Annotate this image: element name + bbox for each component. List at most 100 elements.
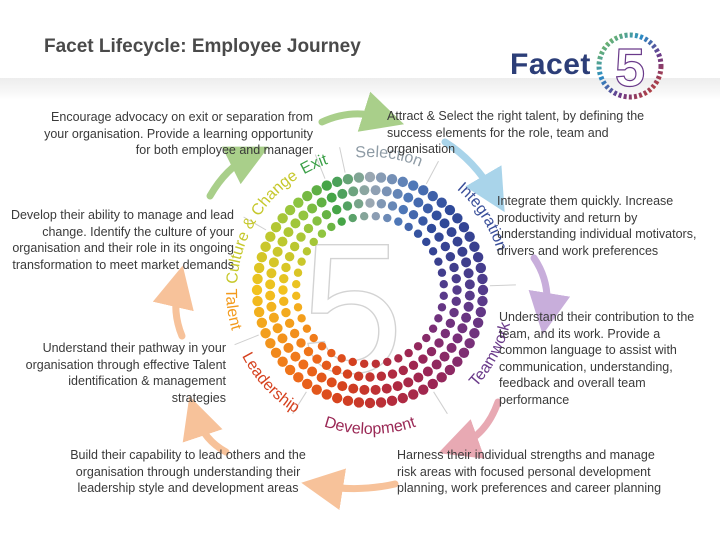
ring-dot	[353, 199, 364, 209]
ring-dot	[375, 172, 387, 183]
stage-separator	[314, 154, 326, 179]
ring-dot	[408, 209, 419, 220]
ring-dot	[427, 190, 438, 202]
cycle-arrows	[152, 91, 571, 511]
ring-dot	[477, 273, 488, 285]
ring-dot	[398, 365, 408, 376]
ring-dot	[426, 223, 437, 234]
desc-talent: Understand their pathway in your organis…	[25, 341, 226, 405]
ring-dot	[403, 377, 414, 388]
ring-dot	[404, 348, 413, 358]
ring-dot	[464, 279, 475, 290]
ring-dot	[371, 359, 381, 368]
ring-dot	[445, 318, 456, 328]
ring-dot	[302, 190, 313, 202]
ring-dot	[452, 285, 462, 295]
ring-dot	[359, 384, 370, 395]
ring-dot	[461, 312, 472, 323]
ring-dot	[293, 303, 303, 312]
ring-dot	[452, 213, 463, 224]
ring-dot	[279, 273, 289, 284]
ring-dot	[469, 328, 480, 339]
ring-dot	[283, 342, 294, 353]
ring-dot	[321, 180, 332, 191]
ring-dot	[311, 384, 322, 395]
ring-dot	[376, 371, 387, 381]
ring-dot	[353, 172, 365, 183]
ring-dot	[316, 372, 327, 383]
ring-dot	[472, 317, 484, 328]
ring-dot	[440, 241, 451, 252]
ring-dot	[268, 257, 279, 268]
ring-dot	[307, 203, 318, 214]
ring-dot	[449, 262, 459, 273]
ring-dot	[475, 262, 487, 274]
stage-separator	[292, 391, 307, 415]
ring-dot	[457, 246, 468, 257]
ring-dot	[348, 213, 357, 223]
ring-dot	[445, 252, 456, 262]
ring-dot	[342, 201, 353, 211]
ring-dot	[426, 346, 437, 357]
ring-dot	[436, 372, 447, 383]
ring-dot	[252, 273, 263, 285]
ring-dot	[413, 229, 423, 238]
ring-dot	[303, 346, 314, 357]
ring-dot	[284, 364, 296, 376]
ring-dot	[270, 222, 282, 233]
ring-dot	[397, 392, 408, 404]
ring-dot	[297, 257, 306, 266]
ring-dot	[293, 372, 304, 383]
ring-dot	[392, 188, 403, 199]
ring-dot	[337, 381, 348, 392]
ring-dot	[302, 378, 313, 390]
ring-dot	[277, 333, 288, 344]
ring-dot	[418, 384, 429, 395]
arrow-development-to-leadership	[301, 468, 399, 511]
ring-dot	[348, 357, 357, 367]
stage-label-development: Development	[322, 414, 418, 438]
ring-dot	[381, 186, 392, 197]
arrow-integration-to-teamwork	[528, 254, 571, 335]
ring-dot	[458, 347, 470, 358]
ring-dot	[332, 392, 343, 404]
ring-dot	[386, 173, 398, 185]
ring-dot	[327, 222, 336, 232]
ring-dot	[387, 369, 398, 379]
ring-dot	[312, 216, 322, 226]
ring-dot	[408, 389, 419, 400]
ring-dot	[398, 204, 408, 215]
ring-dot	[370, 384, 381, 395]
ring-dot	[422, 237, 431, 247]
ring-dot	[458, 222, 470, 233]
ring-dot	[272, 246, 283, 257]
ring-dot	[307, 366, 318, 377]
ring-dot	[422, 366, 433, 377]
ring-dot	[434, 338, 444, 348]
ring-dot	[348, 383, 359, 394]
facet5-logo: Facet 5	[508, 30, 668, 102]
ring-dot	[256, 252, 268, 263]
stage-separator	[489, 284, 516, 287]
ring-dot	[337, 217, 346, 226]
ring-dot	[446, 227, 457, 238]
ring-dot	[472, 252, 484, 263]
ring-dot	[439, 218, 450, 229]
desc-culture: Develop their ability to manage and lead…	[10, 208, 234, 272]
ring-dot	[326, 192, 337, 203]
ring-dot	[309, 237, 318, 247]
ring-dot	[359, 359, 369, 368]
stage-label-talent: Talent	[222, 288, 245, 332]
desc-teamwork: Understand their contribution to the tea…	[499, 310, 695, 407]
arrow-leadership-to-talent	[182, 396, 230, 456]
ring-dot	[303, 223, 314, 234]
ring-dot	[266, 301, 277, 312]
ring-dot	[293, 197, 304, 208]
logo-text: Facet	[510, 48, 591, 81]
ring-dot	[337, 354, 346, 363]
center-five-watermark: 5	[301, 206, 404, 412]
ring-dot	[298, 359, 309, 370]
ring-dot	[283, 227, 294, 238]
arrow-talent-to-culture	[152, 265, 194, 340]
